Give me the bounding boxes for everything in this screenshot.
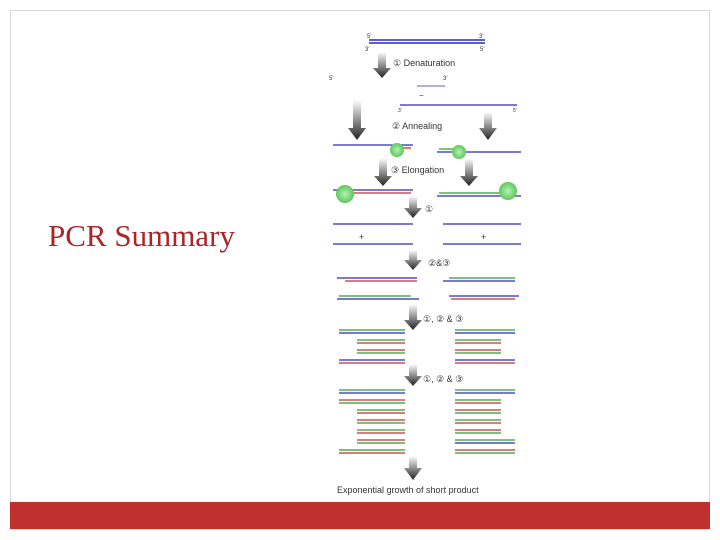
step-arrow <box>404 364 422 386</box>
step-denaturation-2: ① <box>425 204 433 214</box>
polymerase <box>452 145 466 159</box>
footer-bar <box>10 502 710 529</box>
label-5prime-top-right: 5' <box>480 47 484 53</box>
label-5prime-top-left: 5' <box>367 34 371 40</box>
label-5prime: 5' <box>329 76 333 82</box>
minus-sign: − <box>419 91 424 100</box>
slide-title: PCR Summary <box>48 218 235 253</box>
label-5prime: 5' <box>513 108 517 114</box>
strand-stack-left <box>339 329 405 364</box>
label-3prime: 3' <box>443 76 447 82</box>
step-cycle-3: ①, ② & ③ <box>423 314 463 324</box>
step-arrow <box>348 100 366 140</box>
step-arrow <box>404 304 422 330</box>
step-annealing-elongation: ②&③ <box>428 258 450 268</box>
polymerase <box>499 182 517 200</box>
diagram-caption: Exponential growth of short product <box>337 485 479 495</box>
step-elongation: ③ Elongation <box>391 165 444 175</box>
step-arrow <box>373 52 391 78</box>
step-arrow <box>479 112 497 140</box>
step-arrow <box>404 196 422 218</box>
step-arrow <box>374 158 392 186</box>
step-arrow <box>404 456 422 480</box>
label-3prime-top-left: 3' <box>365 47 369 53</box>
pcr-diagram: 5' 3' 3' 5' ① Denaturation 5' 3' − 3' 5'… <box>329 34 521 495</box>
step-arrow <box>460 158 478 186</box>
strand-stack-right <box>455 389 515 454</box>
strand-stack-right <box>455 329 515 364</box>
polymerase <box>336 185 354 203</box>
strand-stack-left <box>339 389 405 454</box>
step-annealing: ② Annealing <box>392 121 442 131</box>
polymerase <box>390 143 404 157</box>
plus-sign: + <box>359 232 364 242</box>
label-3prime-top-right: 3' <box>479 34 483 40</box>
plus-sign: + <box>481 232 486 242</box>
step-arrow <box>404 250 422 270</box>
label-3prime: 3' <box>398 108 402 114</box>
step-denaturation: ① Denaturation <box>393 58 455 68</box>
step-cycle-4: ①, ② & ③ <box>423 374 463 384</box>
